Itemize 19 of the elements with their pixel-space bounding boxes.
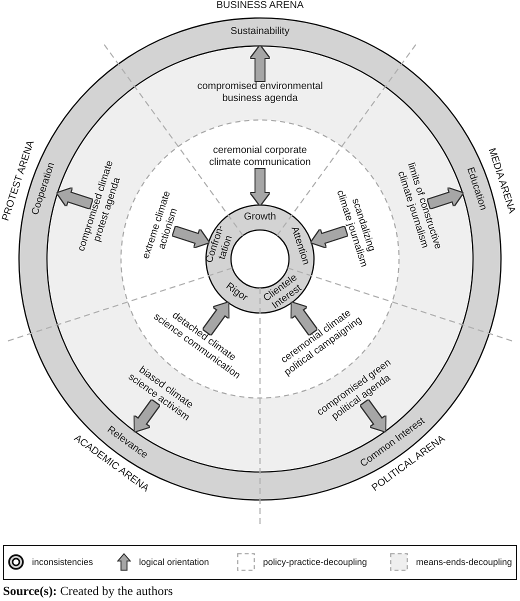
arena-label: BUSINESS ARENA: [216, 0, 304, 12]
sector-text: compromised environmental business agenda: [192, 81, 328, 105]
legend-label: means-ends-decoupling: [416, 557, 512, 568]
arena-label: MEDIA ARENA: [485, 146, 517, 215]
block-arrow: [310, 226, 347, 248]
block-arrow: [251, 169, 269, 205]
source-caption: Source(s): Created by the authors: [3, 584, 173, 599]
block-arrow: [251, 46, 269, 81]
ring-label: Sustainability: [230, 18, 290, 46]
block-arrow: [56, 188, 92, 208]
block-arrow: [173, 226, 210, 248]
ring-label: Confron-tation: [202, 221, 240, 271]
legend-label: logical orientation: [139, 557, 210, 568]
legend-label: inconsistencies: [32, 557, 94, 568]
legend-label: policy-practice-decoupling: [263, 557, 368, 568]
ring-label: Growth: [244, 205, 276, 230]
ring-label: Attention: [281, 224, 318, 269]
sector-text: ceremonial corporate climate communication: [205, 145, 315, 169]
block-arrow: [428, 188, 464, 208]
